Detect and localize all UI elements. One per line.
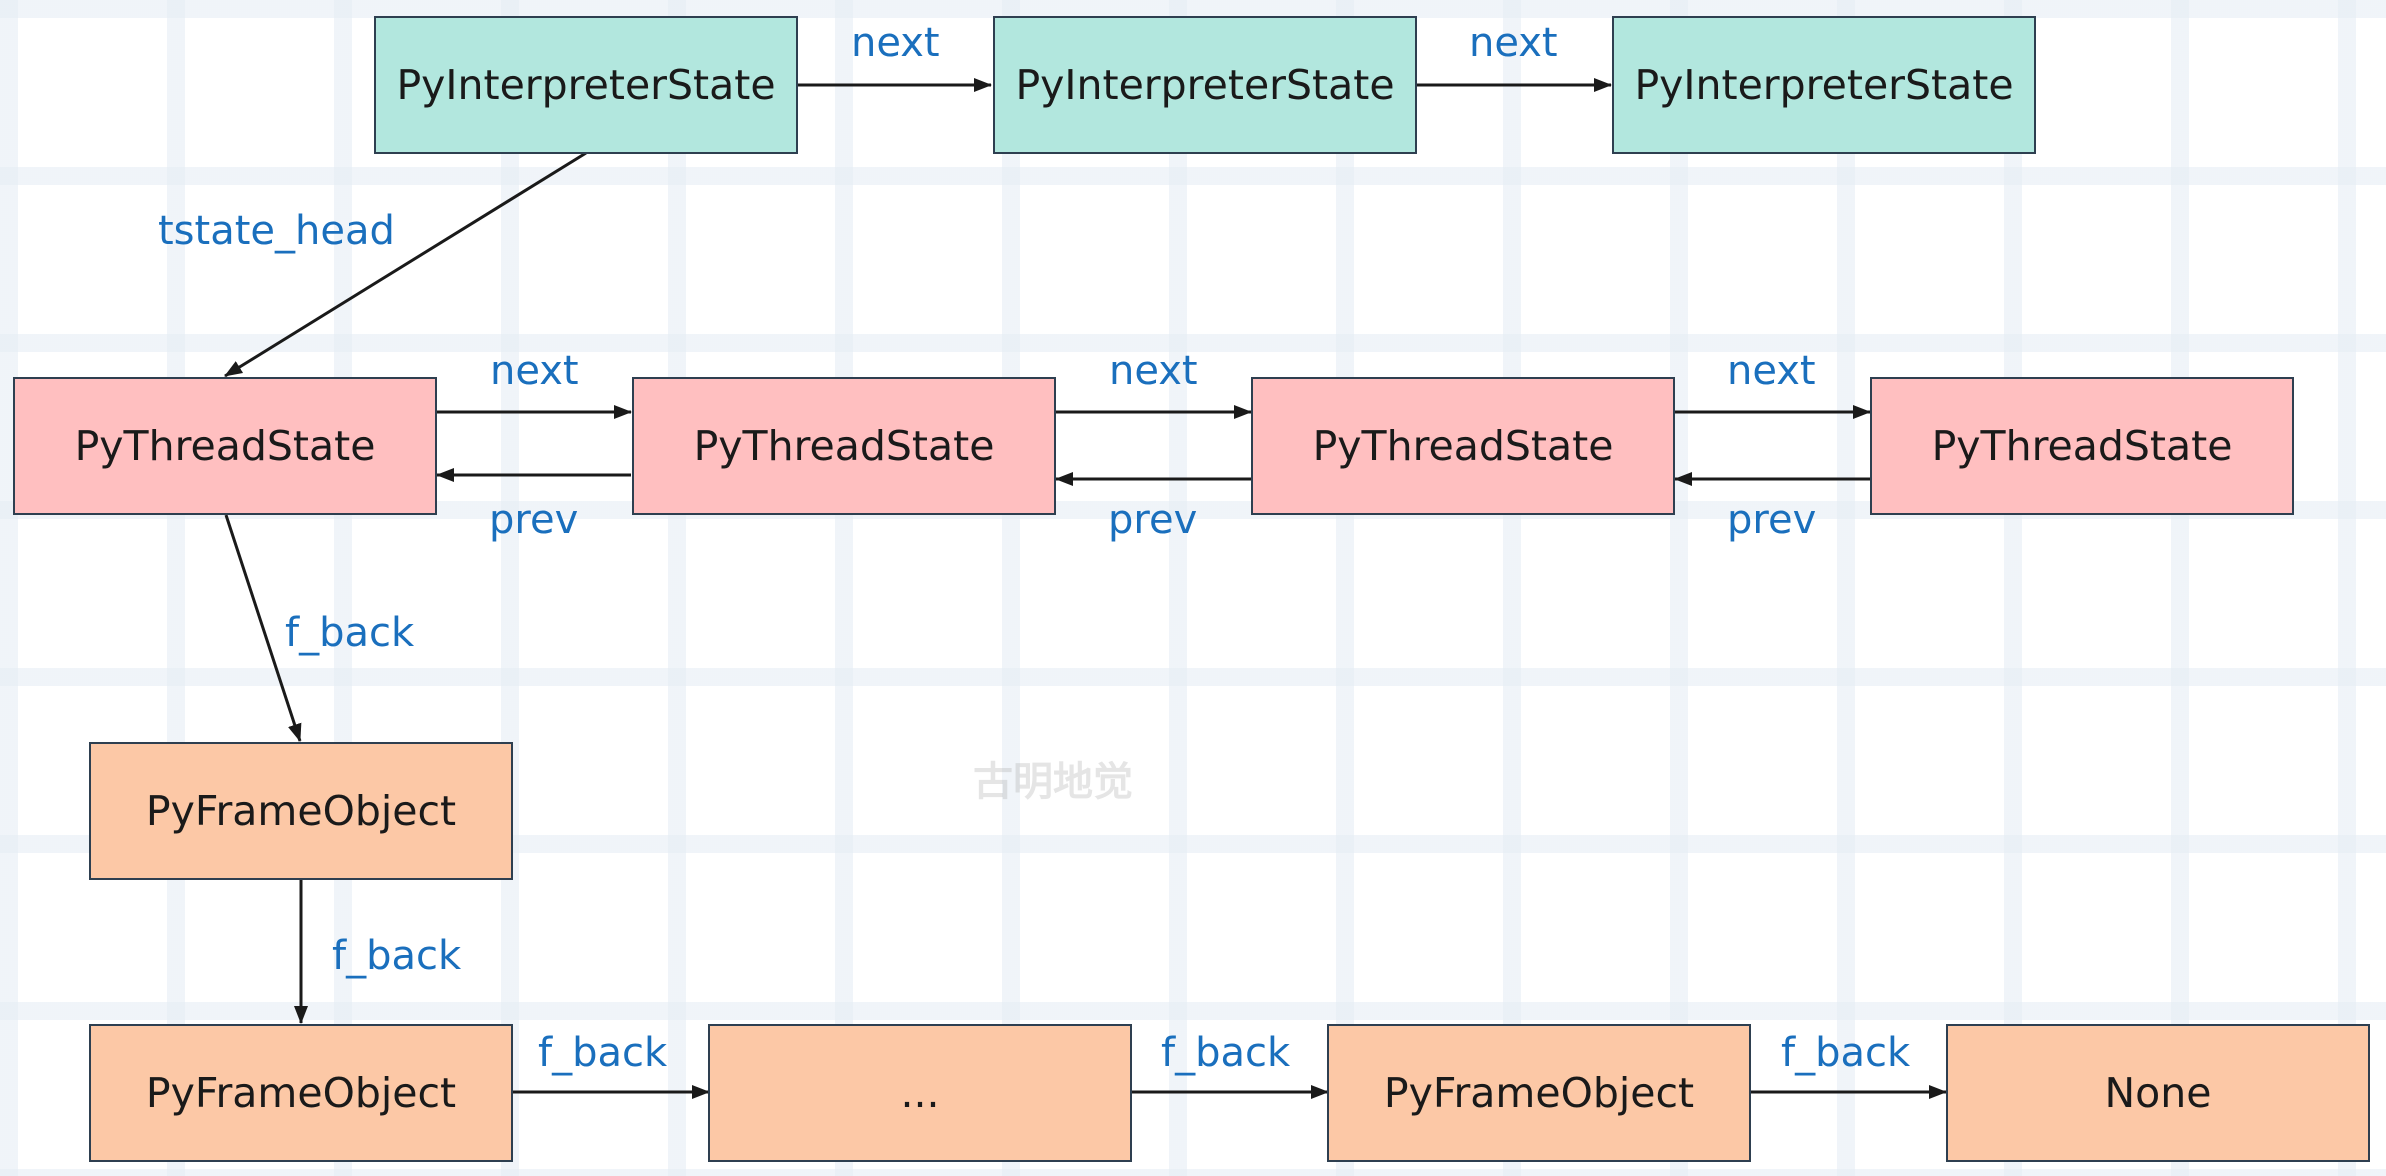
label-thread-next-1: next xyxy=(490,348,579,394)
interpreter-state-node-2: PyInterpreterState xyxy=(993,16,1417,154)
none-node: None xyxy=(1946,1024,2370,1162)
label-thread-next-3: next xyxy=(1727,348,1816,394)
interpreter-state-node-3: PyInterpreterState xyxy=(1612,16,2036,154)
frame-ellipsis-node: ... xyxy=(708,1024,1132,1162)
label-fback-row-2: f_back xyxy=(1161,1030,1291,1076)
frame-object-node-3: PyFrameObject xyxy=(1327,1024,1751,1162)
label-thread-next-2: next xyxy=(1109,348,1198,394)
frame-object-node-2: PyFrameObject xyxy=(89,1024,513,1162)
label-fback-row-3: f_back xyxy=(1781,1030,1911,1076)
interpreter-state-node-1: PyInterpreterState xyxy=(374,16,798,154)
watermark: 古明地觉 xyxy=(973,759,1133,805)
label-tstate-head: tstate_head xyxy=(158,208,395,254)
label-fback-thread: f_back xyxy=(285,610,415,656)
thread-state-node-2: PyThreadState xyxy=(632,377,1056,515)
label-interp-next-2: next xyxy=(1469,20,1558,66)
label-fback-frame-down: f_back xyxy=(332,933,462,979)
label-thread-prev-3: prev xyxy=(1727,497,1817,543)
label-thread-prev-2: prev xyxy=(1108,497,1198,543)
thread-state-node-3: PyThreadState xyxy=(1251,377,1675,515)
label-interp-next-1: next xyxy=(851,20,940,66)
arrow-tstate-head xyxy=(224,151,587,378)
label-fback-row-1: f_back xyxy=(538,1030,668,1076)
arrow-fback-thread xyxy=(224,514,302,742)
thread-state-node-1: PyThreadState xyxy=(13,377,437,515)
label-thread-prev-1: prev xyxy=(489,497,579,543)
thread-state-node-4: PyThreadState xyxy=(1870,377,2294,515)
frame-object-node-1: PyFrameObject xyxy=(89,742,513,880)
